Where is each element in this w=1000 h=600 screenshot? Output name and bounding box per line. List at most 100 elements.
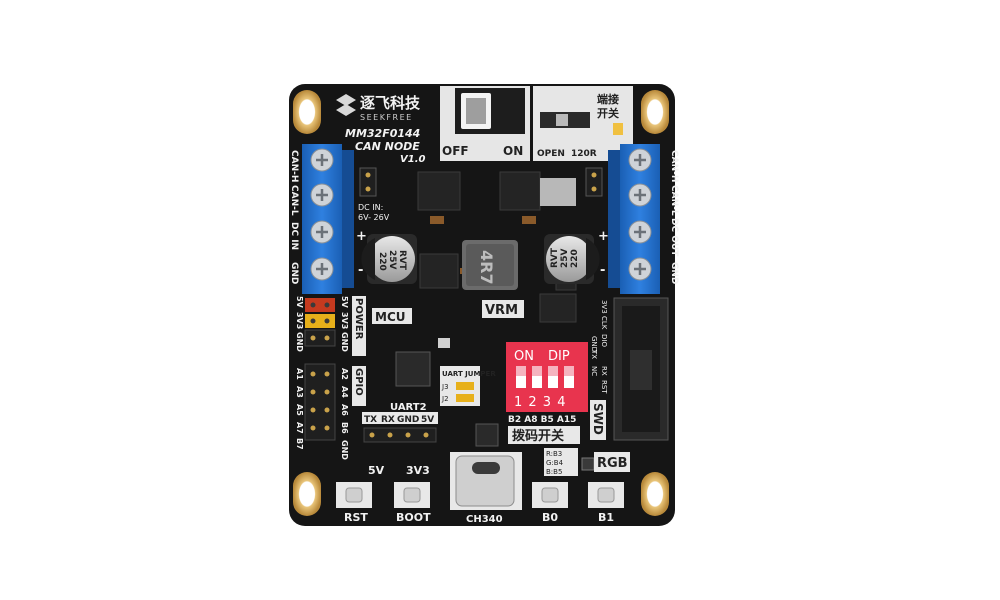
cap-right-text1: 220: [570, 249, 580, 268]
dip-cn-box: [508, 426, 580, 444]
left-terminal-block[interactable]: [302, 144, 354, 294]
seekfree-logo: 逐飞科技 SEEKFREE: [336, 94, 421, 122]
right-term-label-4: GND: [669, 262, 679, 284]
uart2-header: [363, 427, 437, 443]
gpio-label: GPIO: [353, 368, 364, 396]
swd-l1: RX: [600, 366, 608, 376]
gpio-label-a4: A7: [295, 422, 304, 434]
power-header: [304, 298, 336, 347]
b1-label: B1: [598, 511, 614, 524]
rgb-g: G:B4: [546, 459, 564, 467]
uart-jumper-label: UART JUMPER: [442, 370, 496, 378]
term-120r-label: 120R: [571, 149, 597, 159]
gpio-header: [304, 363, 336, 441]
cap-right-text2: 25V: [560, 248, 570, 268]
boot-label: BOOT: [396, 511, 431, 524]
vrm-label-box: [482, 300, 524, 318]
inductor: [462, 240, 518, 290]
gpio-label-b3: A6: [340, 404, 349, 416]
rgb-b: B:B5: [546, 468, 562, 476]
boot-button[interactable]: [394, 482, 430, 508]
dip-switch[interactable]: [506, 342, 588, 412]
cap-left-text1: 220: [377, 252, 387, 271]
uart-pin-5v: 5V: [421, 415, 434, 425]
ch340-label: CH340: [466, 514, 503, 525]
uart-pin-gnd: GND: [397, 415, 419, 425]
dc-in-label: DC IN:: [358, 203, 383, 212]
swd-r1: 3V3: [600, 300, 608, 314]
switch-on-label: ON: [503, 144, 523, 158]
capacitor-right: [544, 234, 600, 284]
power-label: POWER: [353, 298, 364, 340]
gpio-label-a2: A3: [295, 386, 304, 398]
term-jumper: [613, 123, 623, 135]
dc-range-label: 6V- 26V: [358, 213, 390, 222]
b0-label: B0: [542, 511, 558, 524]
swd-connector[interactable]: [613, 297, 669, 441]
rst-button[interactable]: [336, 482, 372, 508]
board-node: CAN NODE: [355, 140, 420, 153]
usb-c-connector[interactable]: [450, 452, 522, 510]
rgb-label: RGB: [597, 456, 628, 471]
right-term-label-1: CAN-H: [669, 150, 679, 182]
gpio-label-b1: A2: [340, 368, 349, 380]
uart-jumper-j3: [456, 382, 474, 390]
gpio-label-b4: B6: [340, 422, 349, 434]
pwr-label-a2: 3V3: [295, 312, 304, 329]
gpio-label-b2: A4: [340, 386, 349, 398]
left-term-label-3: DC IN: [289, 222, 299, 250]
swd-m1: GND: [590, 336, 598, 352]
power-switch[interactable]: [440, 86, 530, 161]
swd-r2: CLK: [600, 316, 608, 330]
term-label-cn1: 端接: [597, 92, 619, 106]
right-term-label-3: DC OUT: [669, 218, 679, 257]
cap-left-text2: 25V: [387, 250, 397, 270]
pwr-label-b3: GND: [340, 332, 349, 352]
pwr-label-a3: GND: [295, 332, 304, 352]
label-3v3: 3V3: [406, 464, 430, 477]
brand-en: SEEKFREE: [360, 113, 413, 122]
uart-pin-rx: RX: [381, 415, 395, 425]
uart2-label: UART2: [390, 402, 427, 413]
uart-jumper-j2: [456, 394, 474, 402]
b1-button[interactable]: [588, 482, 624, 508]
left-plus: +: [356, 229, 367, 244]
uart2-pins-box: [362, 412, 438, 424]
b0-button[interactable]: [532, 482, 568, 508]
dip-on-label: ON: [514, 349, 534, 364]
swd-l3: RST: [600, 380, 608, 394]
switch-off-label: OFF: [442, 144, 469, 158]
swd-label: SWD: [591, 403, 605, 435]
dip-dip-label: DIP: [548, 349, 570, 364]
mcu-label-box: [372, 308, 412, 324]
brand-cn: 逐飞科技: [360, 94, 421, 112]
cap-left-text3: RVT: [397, 250, 407, 271]
j3-label: J3: [441, 383, 449, 391]
gpio-label-box: [352, 366, 366, 406]
cap-right-text3: RVT: [550, 247, 560, 268]
gpio-label-a1: A1: [295, 368, 304, 380]
rgb-label-box: [594, 452, 630, 472]
right-plus: +: [598, 229, 609, 244]
rgb-led: [581, 457, 595, 471]
dip-numbers: 1 2 3 4: [514, 395, 566, 410]
left-term-label-1: CAN-H: [289, 150, 299, 182]
mounting-holes: [293, 90, 669, 516]
j2-label: J2: [441, 395, 449, 403]
pwr-label-a1: 5V: [295, 296, 304, 309]
rgb-r: R:B3: [546, 450, 562, 458]
mcu-label: MCU: [375, 310, 406, 324]
left-term-label-4: GND: [289, 262, 299, 284]
mcu-chip: [395, 338, 450, 387]
swd-m3: NC: [590, 366, 598, 376]
swd-l2: TX: [590, 349, 598, 359]
right-terminal-block[interactable]: [608, 144, 660, 294]
right-minus: -: [600, 263, 605, 278]
swd-label-box: [590, 400, 606, 440]
power-label-box: [352, 296, 366, 356]
right-term-label-2: CAN-L: [669, 185, 679, 216]
inductor-value: 4R7: [477, 250, 496, 285]
board-version: V1.0: [400, 154, 425, 165]
gpio-label-b7: B7: [295, 438, 304, 450]
capacitor-left: [361, 234, 417, 284]
